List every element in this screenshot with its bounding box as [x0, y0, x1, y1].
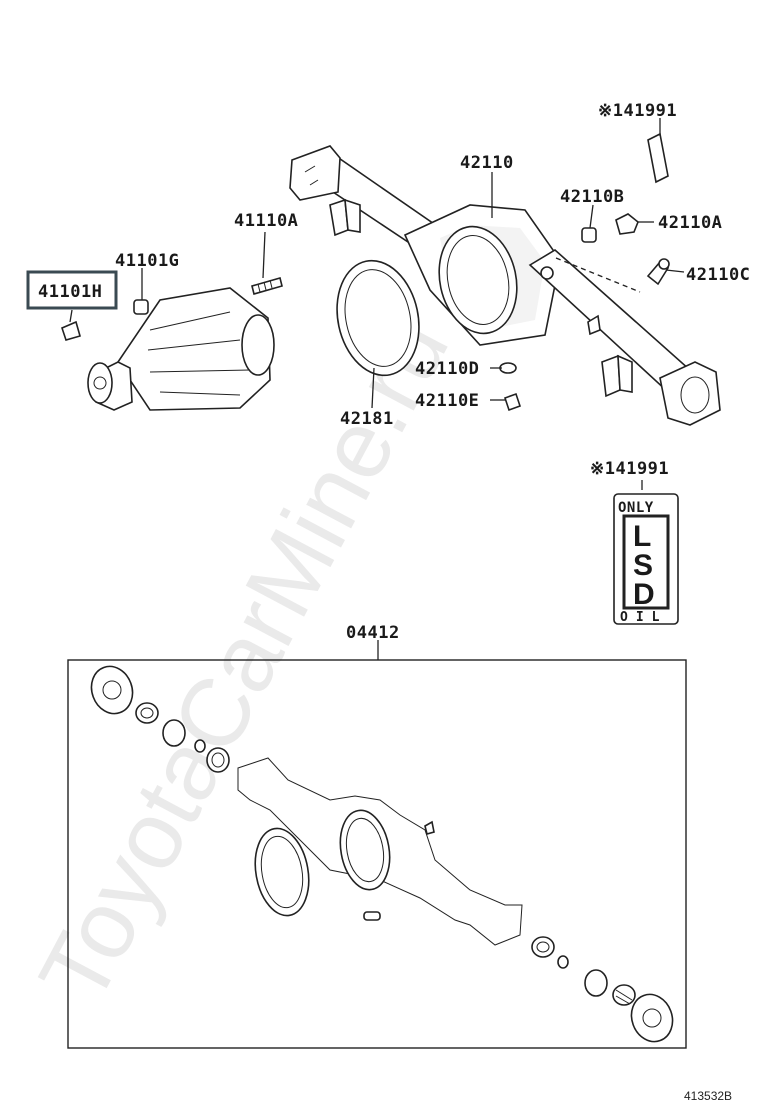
label-42110B: 42110B: [560, 187, 624, 207]
label-41110A: 41110A: [234, 211, 298, 231]
label-41101H: 41101H: [38, 282, 102, 302]
label-42181: 42181: [340, 409, 394, 429]
plug-41101H[interactable]: [61, 320, 81, 341]
label-41991-plate[interactable]: [647, 132, 669, 184]
lsd-label-l: L: [633, 520, 652, 553]
label-04412: 04412: [346, 623, 400, 643]
gasket-42181[interactable]: [327, 253, 429, 383]
label-41991-lsd: ※141991: [590, 459, 669, 479]
lsd-label-d: D: [633, 578, 655, 611]
nut-41101G[interactable]: [133, 299, 149, 315]
plug-42110E[interactable]: [503, 392, 522, 412]
breather-42110C[interactable]: [646, 258, 670, 286]
lsd-label-s: S: [633, 549, 654, 582]
axle-housing[interactable]: [289, 145, 721, 426]
label-42110C: 42110C: [686, 265, 750, 285]
stud-41110A[interactable]: [251, 277, 283, 295]
label-41991-top: ※141991: [598, 101, 677, 121]
gasket-kit-04412[interactable]: [67, 659, 687, 1049]
plug-42110D[interactable]: [499, 362, 517, 374]
figure-number: 413532B: [684, 1089, 732, 1103]
nut-42110A[interactable]: [615, 213, 639, 235]
bolt-42110B[interactable]: [581, 227, 597, 243]
lsd-label-top: ONLY: [618, 500, 654, 516]
label-42110D: 42110D: [415, 359, 479, 379]
label-41101G: 41101G: [115, 251, 179, 271]
differential-carrier[interactable]: [87, 287, 275, 411]
highlighted-part-41101H[interactable]: 41101H: [26, 270, 118, 310]
label-42110: 42110: [460, 153, 514, 173]
lsd-label-bottom: OIL: [620, 610, 667, 625]
lsd-oil-label[interactable]: ONLY L S D OIL: [613, 493, 679, 625]
label-42110E: 42110E: [415, 391, 479, 411]
label-42110A-right: 42110A: [658, 213, 722, 233]
